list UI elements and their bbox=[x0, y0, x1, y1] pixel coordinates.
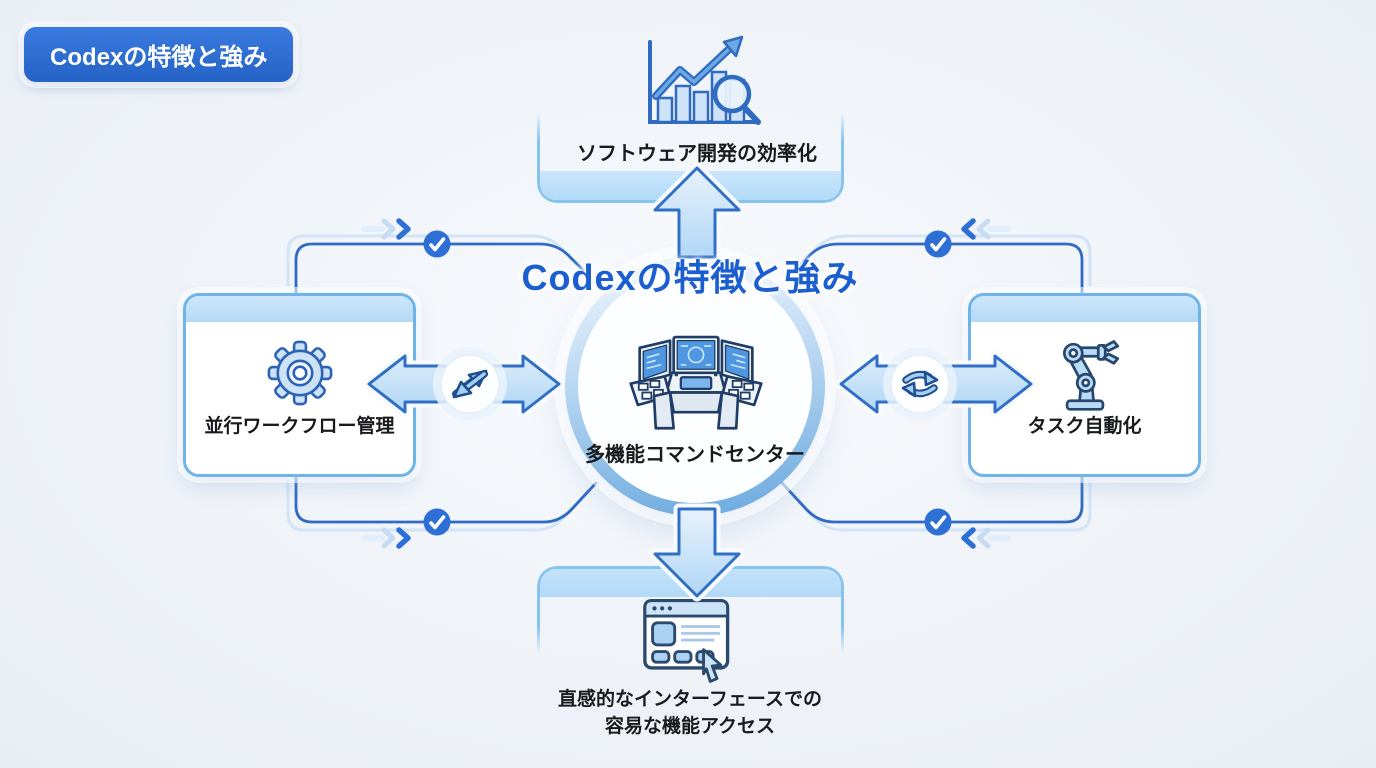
center-heading: Codexの特徴と強み bbox=[521, 257, 859, 298]
swap-arrows-icon bbox=[433, 347, 507, 421]
gear-icon bbox=[267, 340, 332, 406]
connector-top-right bbox=[792, 242, 1084, 296]
card-header-band bbox=[971, 296, 1198, 322]
card-header-band bbox=[186, 296, 413, 322]
check-icon bbox=[924, 508, 952, 536]
check-icon bbox=[924, 230, 952, 258]
title-badge-label: Codexの特徴と強み bbox=[50, 44, 268, 71]
chevron-left-icon bbox=[961, 527, 1011, 549]
center-node-label: 多機能コマンドセンター bbox=[585, 444, 805, 466]
browser-cursor-icon bbox=[643, 598, 730, 683]
title-badge: Codexの特徴と強み bbox=[24, 27, 294, 82]
top-node-label: ソフトウェア開発の効率化 bbox=[577, 143, 817, 165]
sync-arrows-icon bbox=[883, 347, 957, 421]
arrow-down-icon bbox=[649, 503, 745, 602]
checkmark-icons bbox=[423, 230, 952, 536]
arrow-up-icon bbox=[649, 162, 745, 263]
robot-arm-icon bbox=[1062, 340, 1119, 411]
check-icon bbox=[423, 508, 451, 536]
chevron-left-icon bbox=[961, 218, 1011, 240]
bottom-node-label-line2: 容易な機能アクセス bbox=[604, 715, 776, 737]
bottom-node-label-line1: 直感的なインターフェースでの bbox=[558, 689, 822, 710]
chevron-right-icon bbox=[361, 527, 411, 549]
command-center-icon bbox=[629, 335, 763, 430]
chevron-right-icon bbox=[361, 218, 411, 240]
right-node-label: タスク自動化 bbox=[1027, 416, 1142, 437]
bottom-node-label: 直感的なインターフェースでの 容易な機能アクセス bbox=[490, 687, 890, 741]
left-node-label: 並行ワークフロー管理 bbox=[204, 416, 395, 437]
growth-chart-magnifier-icon bbox=[648, 35, 761, 125]
check-icon bbox=[423, 230, 451, 258]
